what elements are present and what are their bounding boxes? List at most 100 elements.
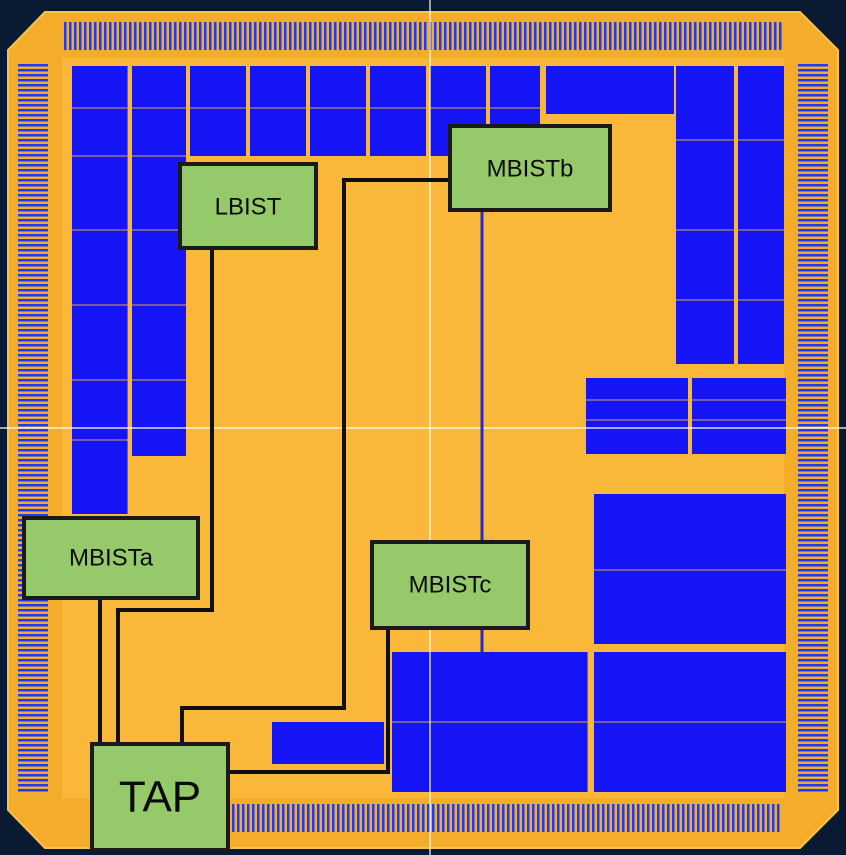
block-lbist[interactable]: LBIST — [180, 164, 316, 248]
io-pad-right — [798, 89, 828, 92]
io-pad-left — [18, 239, 48, 242]
io-pad-left — [18, 719, 48, 722]
io-pad-right — [798, 489, 828, 492]
io-pad-right — [798, 124, 828, 127]
io-pad-top — [189, 22, 192, 50]
io-pad-left — [18, 409, 48, 412]
io-pad-left — [18, 639, 48, 642]
io-pad-left — [18, 234, 48, 237]
io-pad-right — [798, 324, 828, 327]
io-pad-right — [798, 439, 828, 442]
io-pad-top — [534, 22, 537, 50]
io-pad-left — [18, 434, 48, 437]
io-pad-right — [798, 374, 828, 377]
io-pad-left — [18, 509, 48, 512]
io-pad-right — [798, 239, 828, 242]
io-pad-right — [798, 574, 828, 577]
io-pad-left — [18, 614, 48, 617]
io-pad-top — [444, 22, 447, 50]
io-pad-left — [18, 484, 48, 487]
io-pad-right — [798, 194, 828, 197]
io-pad-right — [798, 434, 828, 437]
io-pad-right — [798, 739, 828, 742]
io-pad-right — [798, 464, 828, 467]
io-pad-left — [18, 654, 48, 657]
io-pad-right — [798, 404, 828, 407]
io-pad-top — [214, 22, 217, 50]
io-pad-top — [309, 22, 312, 50]
block-tap[interactable]: TAP — [92, 744, 228, 850]
io-pad-left — [18, 729, 48, 732]
io-pad-left — [18, 214, 48, 217]
block-mbistb[interactable]: MBISTb — [450, 126, 610, 210]
io-pad-left — [18, 364, 48, 367]
io-pad-left — [18, 309, 48, 312]
io-pad-bottom — [307, 804, 310, 832]
io-pad-top — [449, 22, 452, 50]
io-pad-top — [69, 22, 72, 50]
io-pad-right — [798, 219, 828, 222]
io-pad-bottom — [282, 804, 285, 832]
io-pad-left — [18, 329, 48, 332]
io-pad-top — [629, 22, 632, 50]
io-pad-top — [194, 22, 197, 50]
io-pad-left — [18, 454, 48, 457]
io-pad-right — [798, 359, 828, 362]
io-pad-right — [798, 389, 828, 392]
io-pad-left — [18, 679, 48, 682]
io-pad-top — [554, 22, 557, 50]
io-pad-bottom — [322, 804, 325, 832]
io-pad-left — [18, 314, 48, 317]
io-pad-bottom — [337, 804, 340, 832]
io-pad-left — [18, 304, 48, 307]
io-pad-bottom — [522, 804, 525, 832]
io-pad-right — [798, 74, 828, 77]
io-pad-bottom — [297, 804, 300, 832]
io-pad-top — [694, 22, 697, 50]
io-pad-right — [798, 614, 828, 617]
io-pad-top — [119, 22, 122, 50]
io-pad-right — [798, 534, 828, 537]
io-pad-left — [18, 714, 48, 717]
io-pad-right — [798, 159, 828, 162]
io-pad-top — [169, 22, 172, 50]
io-pad-right — [798, 354, 828, 357]
io-pad-right — [798, 724, 828, 727]
block-mbista-label: MBISTa — [69, 544, 154, 571]
io-pad-left — [18, 324, 48, 327]
io-pad-right — [798, 414, 828, 417]
io-pad-left — [18, 184, 48, 187]
io-pad-top — [234, 22, 237, 50]
io-pad-left — [18, 414, 48, 417]
io-pad-bottom — [647, 804, 650, 832]
io-pad-top — [644, 22, 647, 50]
io-pad-top — [259, 22, 262, 50]
io-pad-bottom — [512, 804, 515, 832]
io-pad-right — [798, 559, 828, 562]
block-mbista[interactable]: MBISTa — [24, 518, 198, 598]
io-pad-right — [798, 94, 828, 97]
io-pad-bottom — [412, 804, 415, 832]
io-pad-left — [18, 429, 48, 432]
io-pad-left — [18, 369, 48, 372]
io-pad-bottom — [357, 804, 360, 832]
io-pad-right — [798, 749, 828, 752]
io-pad-right — [798, 624, 828, 627]
io-pad-bottom — [432, 804, 435, 832]
io-pad-top — [439, 22, 442, 50]
io-pad-bottom — [502, 804, 505, 832]
io-pad-top — [594, 22, 597, 50]
io-pad-right — [798, 769, 828, 772]
io-pad-right — [798, 684, 828, 687]
io-pad-top — [464, 22, 467, 50]
io-pad-right — [798, 504, 828, 507]
io-pad-right — [798, 649, 828, 652]
io-pad-top — [129, 22, 132, 50]
io-pad-right — [798, 64, 828, 67]
io-pad-top — [74, 22, 77, 50]
io-pad-bottom — [727, 804, 730, 832]
block-mbistc[interactable]: MBISTc — [372, 542, 528, 628]
io-pad-bottom — [267, 804, 270, 832]
io-pad-top — [109, 22, 112, 50]
